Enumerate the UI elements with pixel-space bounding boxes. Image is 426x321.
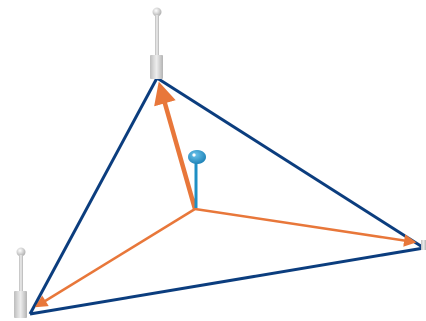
probe-highlight	[192, 153, 195, 156]
edge-left-to-top	[30, 78, 157, 314]
edge-right-to-left	[30, 248, 424, 314]
bottom-left-post-shaft	[19, 255, 23, 291]
arrow-to-right	[195, 209, 414, 242]
bottom-left-post-base	[14, 291, 27, 318]
right-corner-stub	[421, 240, 426, 250]
top-post-base	[150, 55, 163, 79]
arrow-to-top	[160, 86, 195, 209]
probe-head	[188, 150, 206, 164]
top-post-shaft	[155, 15, 159, 55]
triangle-outline	[30, 78, 424, 314]
right-corner	[421, 240, 426, 250]
top-post	[150, 8, 163, 80]
bottom-left-post	[14, 248, 27, 319]
